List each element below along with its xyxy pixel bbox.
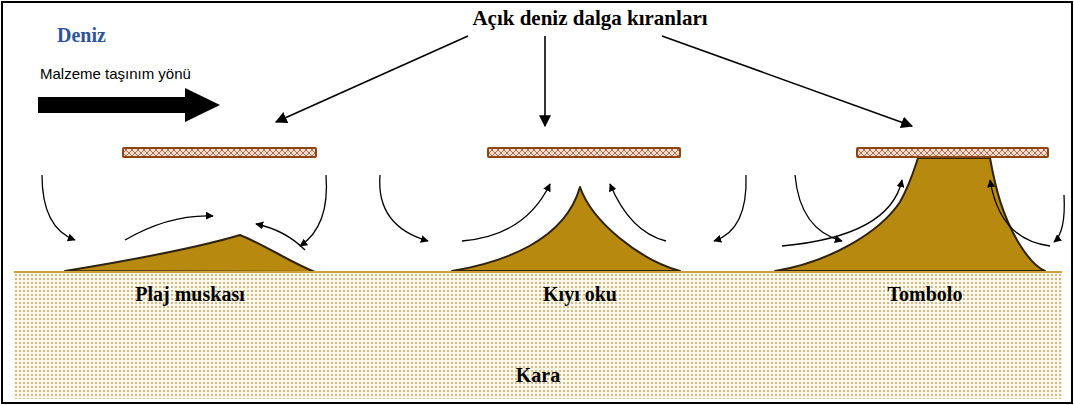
breakwaters (123, 148, 1048, 157)
current-arrows (42, 175, 1064, 250)
sea-label: Deniz (57, 24, 106, 47)
landform-label: Tombolo (888, 283, 963, 306)
landform-label: Plaj muskası (135, 283, 244, 306)
landform-label: Kıyı oku (543, 283, 617, 306)
leader-arrows (276, 36, 912, 126)
land-label: Kara (516, 364, 560, 387)
sand-deposits (65, 158, 1045, 272)
title-label: Açık deniz dalga kıranları (472, 6, 707, 31)
direction-label: Malzeme taşınım yönü (40, 65, 191, 82)
transport-arrow (38, 88, 220, 122)
